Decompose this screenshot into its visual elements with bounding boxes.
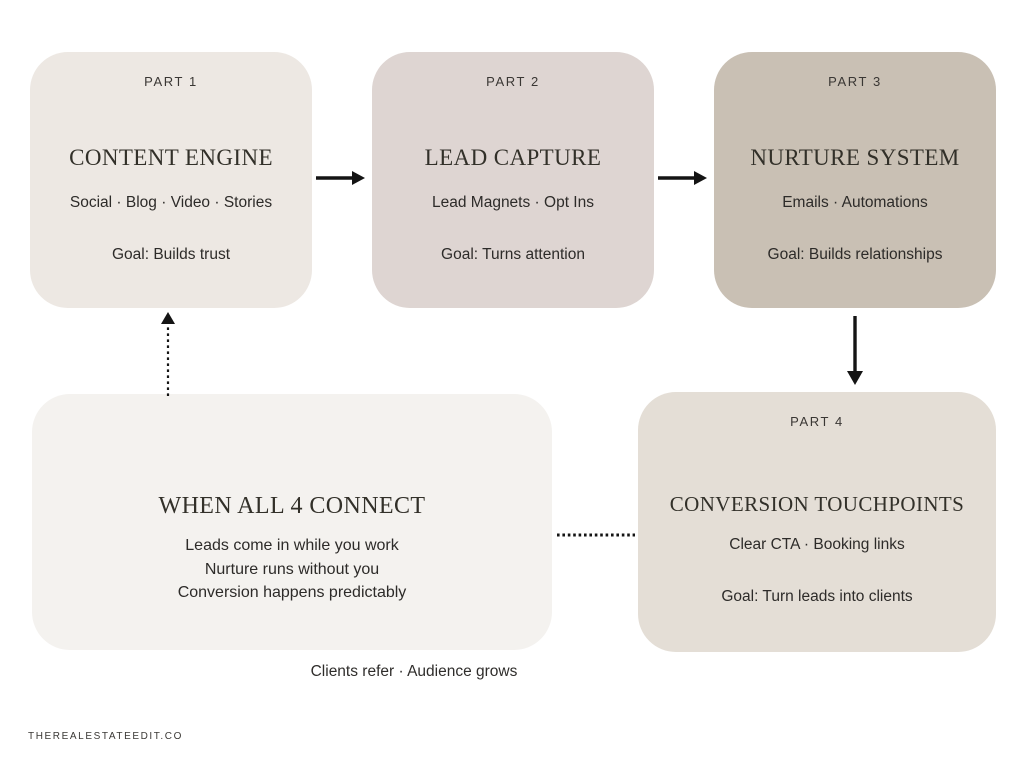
- part4-items: Clear CTA · Booking links: [729, 536, 905, 553]
- when-all-4-connect-box: WHEN ALL 4 CONNECT Leads come in while y…: [32, 394, 552, 650]
- connect-box-lines: Leads come in while you work Nurture run…: [32, 534, 552, 605]
- dotted-connector-connect-to-part4-icon: [557, 533, 635, 537]
- arrow-right-part2-to-part3-icon: [658, 171, 707, 185]
- arrow-down-part3-to-part4-icon: [847, 316, 863, 385]
- part2-lead-capture-box: PART 2 LEAD CAPTURE Lead Magnets · Opt I…: [372, 52, 654, 308]
- part1-goal: Goal: Builds trust: [111, 246, 231, 263]
- part1-content-engine-box: PART 1 CONTENT ENGINE Social · Blog · Vi…: [30, 52, 312, 308]
- cycle-caption: Clients refer · Audience grows: [310, 663, 518, 680]
- part2-goal: Goal: Turns attention: [441, 246, 585, 263]
- dotted-arrow-up-connect-to-part1-icon: [161, 312, 175, 396]
- part4-title: CONVERSION TOUCHPOINTS: [669, 492, 965, 516]
- part2-label: PART 2: [486, 74, 540, 89]
- connect-line-1: Leads come in while you work: [185, 537, 399, 554]
- part2-items: Lead Magnets · Opt Ins: [432, 194, 594, 211]
- part3-label: PART 3: [828, 74, 882, 89]
- part3-goal: Goal: Builds relationships: [767, 246, 943, 263]
- part4-conversion-touchpoints-box: PART 4 CONVERSION TOUCHPOINTS Clear CTA …: [638, 392, 996, 652]
- part3-nurture-system-box: PART 3 NURTURE SYSTEM Emails · Automatio…: [714, 52, 996, 308]
- part4-label: PART 4: [790, 414, 844, 429]
- part3-title: NURTURE SYSTEM: [750, 145, 960, 170]
- part1-label: PART 1: [144, 74, 198, 89]
- part2-title: LEAD CAPTURE: [424, 145, 602, 170]
- part1-title: CONTENT ENGINE: [69, 145, 273, 170]
- part1-items: Social · Blog · Video · Stories: [69, 194, 273, 211]
- website-credit: THEREALESTATEEDIT.CO: [28, 731, 183, 742]
- part3-items: Emails · Automations: [782, 194, 928, 211]
- arrow-right-part1-to-part2-icon: [316, 171, 365, 185]
- part4-goal: Goal: Turn leads into clients: [721, 588, 913, 605]
- connect-box-title: WHEN ALL 4 CONNECT: [158, 493, 426, 519]
- connect-line-3: Conversion happens predictably: [177, 584, 407, 601]
- connect-line-2: Nurture runs without you: [204, 560, 380, 578]
